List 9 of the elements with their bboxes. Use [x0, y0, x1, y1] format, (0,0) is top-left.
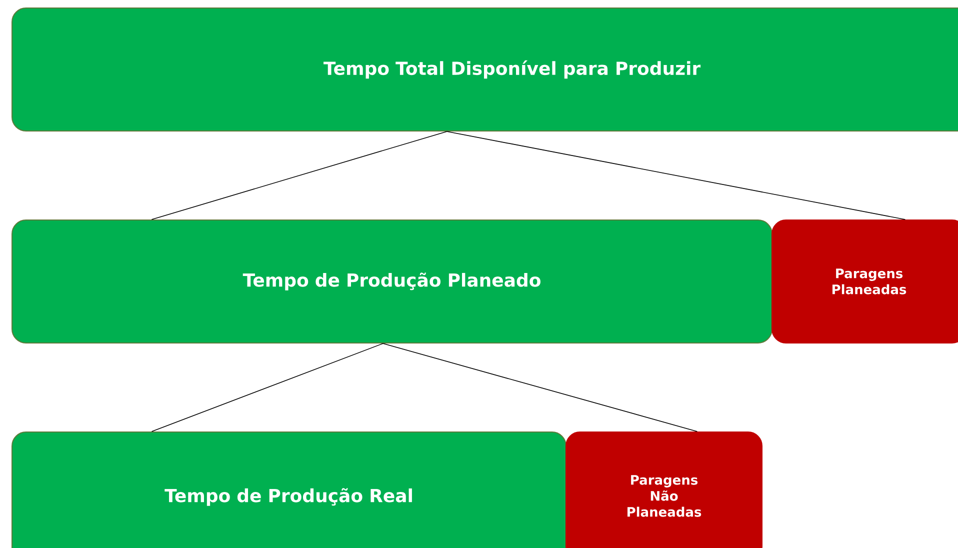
connector-line	[151, 131, 448, 220]
stop-box: Paragens Planeadas	[772, 220, 958, 344]
stop-box: Paragens Não Planeadas	[566, 431, 762, 548]
process-box: Tempo de Produção Real	[12, 431, 566, 548]
process-box: Tempo Total Disponível para Produzir	[12, 8, 958, 132]
connector-line	[382, 343, 698, 432]
connector-line	[151, 343, 384, 432]
connector-line	[446, 131, 906, 220]
process-box: Tempo de Produção Planeado	[12, 220, 772, 344]
